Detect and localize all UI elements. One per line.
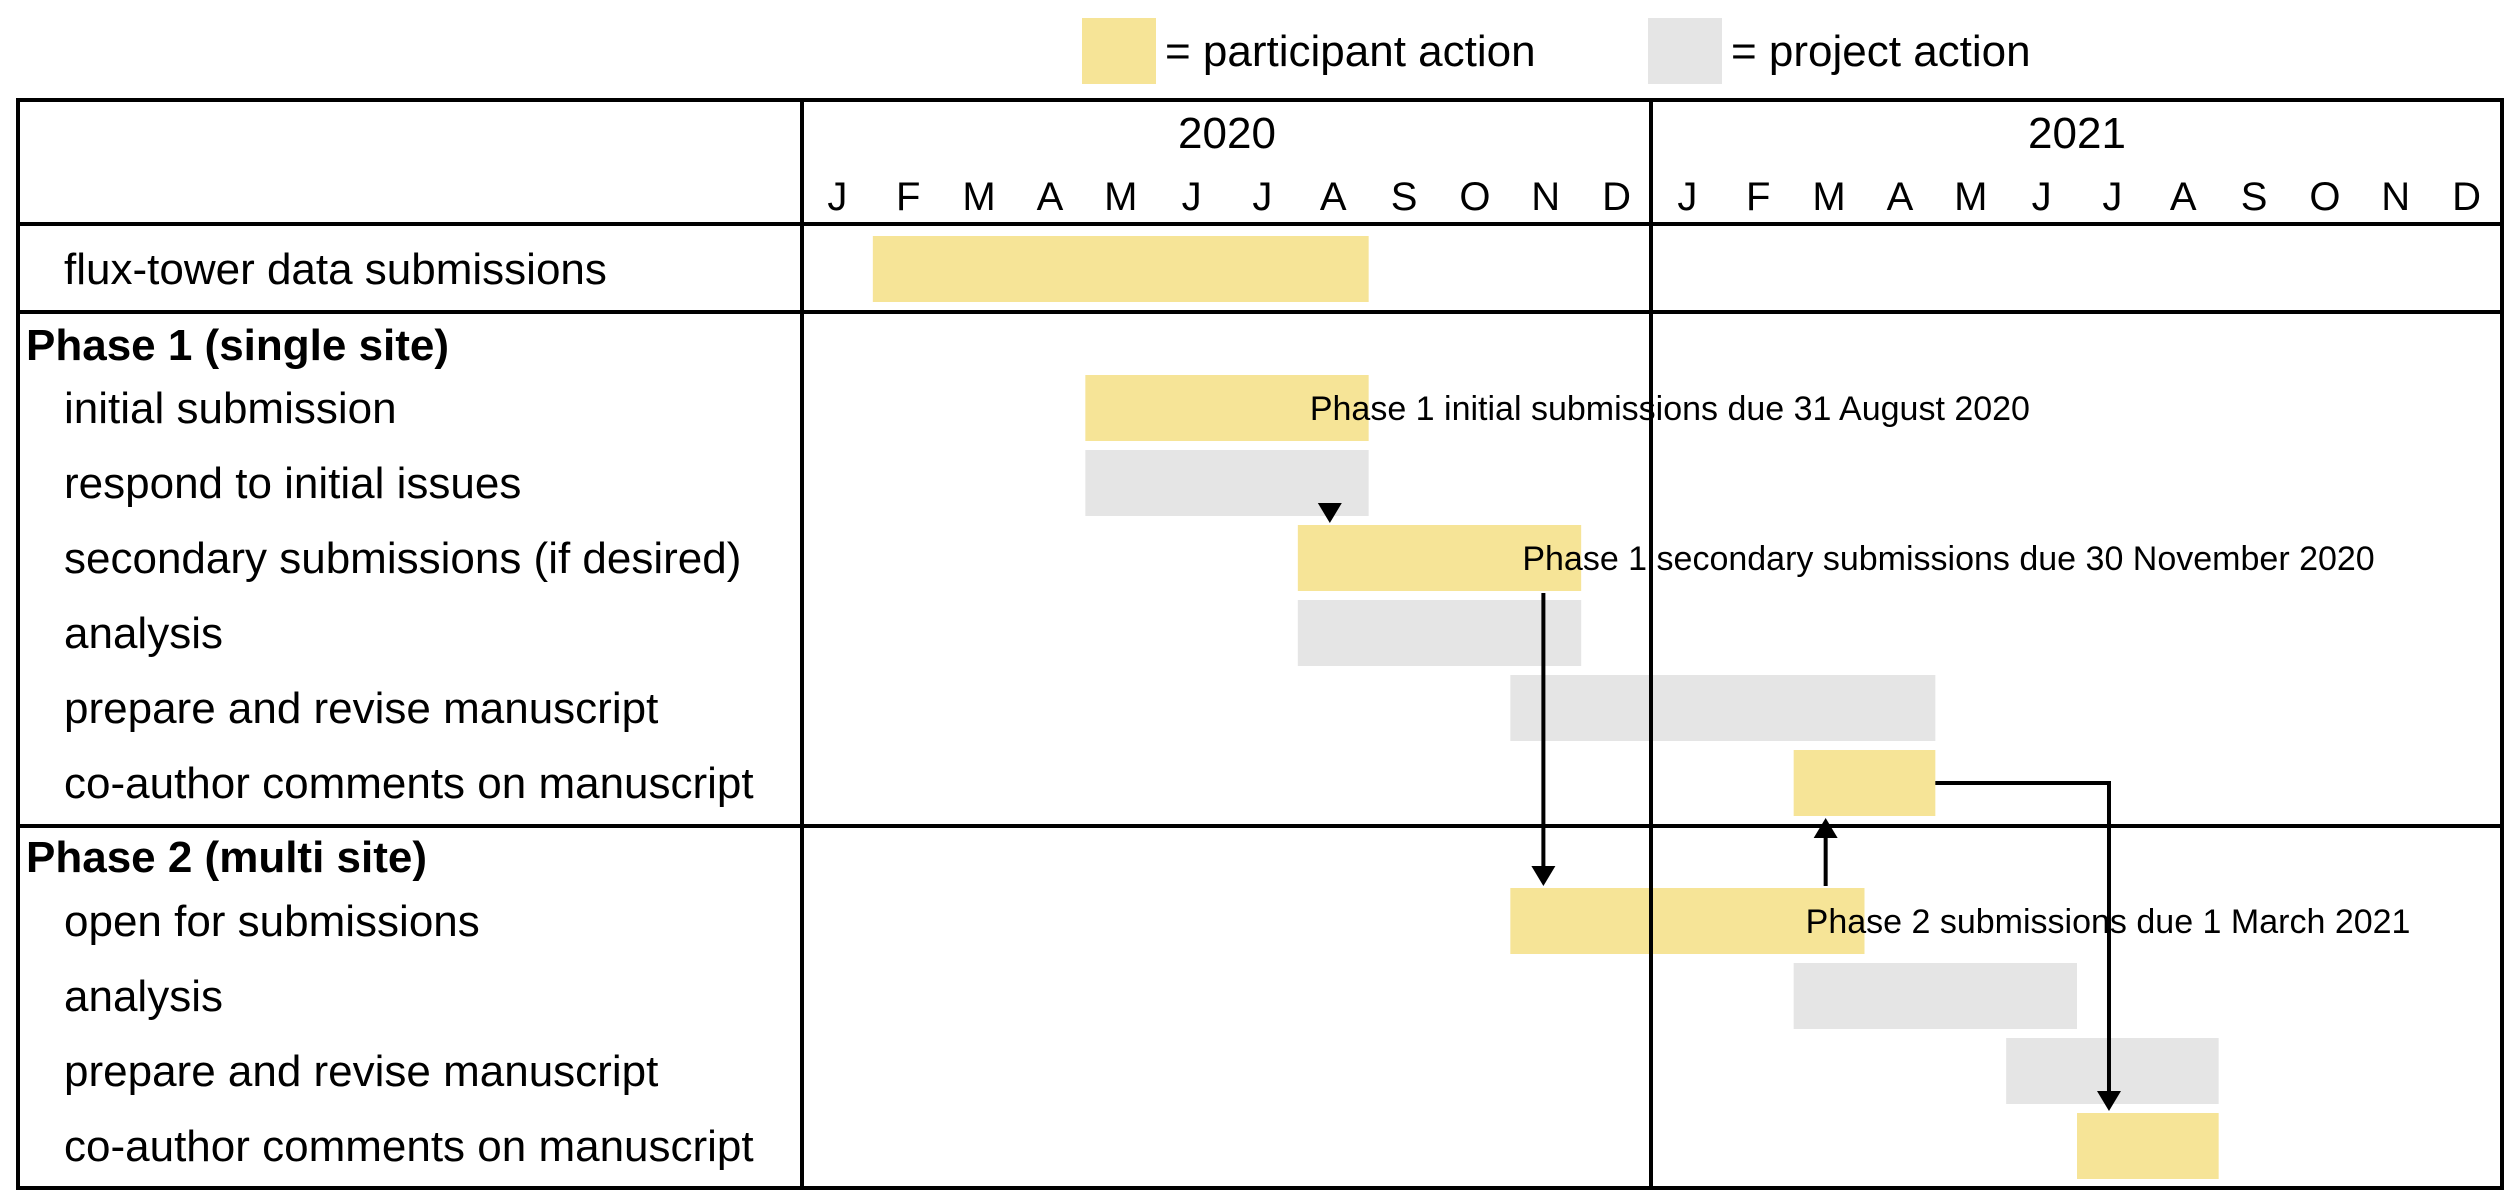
- arrowhead: [2096, 1091, 2121, 1111]
- project-bar: [1510, 675, 1936, 741]
- legend-participant-label: = participant action: [1165, 27, 1536, 76]
- year-label: 2021: [2028, 109, 2126, 158]
- legend-project-label: = project action: [1731, 27, 2031, 76]
- month-label: M: [1812, 175, 1845, 219]
- arrowhead: [1531, 866, 1556, 886]
- month-label: A: [1320, 175, 1347, 219]
- arrowhead: [1813, 818, 1838, 838]
- participant-bar: [1793, 750, 1936, 816]
- month-label: A: [2170, 175, 2197, 219]
- chart-grid: [16, 98, 2504, 1190]
- month-label: J: [827, 175, 847, 219]
- task-bars: [872, 236, 2219, 1179]
- task-label: co-author comments on manuscript: [64, 1122, 754, 1171]
- month-label: D: [1602, 175, 1631, 219]
- chart-border: [16, 98, 2504, 1190]
- month-label: S: [1391, 175, 1418, 219]
- task-label: prepare and revise manuscript: [64, 684, 658, 733]
- month-label: M: [962, 175, 995, 219]
- project-bar: [1793, 963, 2077, 1029]
- month-label: F: [1746, 175, 1770, 219]
- month-label: M: [1104, 175, 1137, 219]
- phase-heading: Phase 2 (multi site): [26, 833, 427, 882]
- participant-bar: [872, 236, 1369, 302]
- year-label: 2020: [1178, 109, 1276, 158]
- month-label: A: [1887, 175, 1914, 219]
- month-label: J: [1182, 175, 1202, 219]
- month-label: D: [2452, 175, 2481, 219]
- project-bar: [1297, 600, 1582, 666]
- month-label: M: [1954, 175, 1987, 219]
- month-label: S: [2241, 175, 2268, 219]
- task-label: open for submissions: [64, 897, 480, 946]
- due-date-annotation: Phase 1 initial submissions due 31 Augus…: [1310, 390, 2030, 428]
- task-label: respond to initial issues: [64, 459, 521, 508]
- participant-bar: [2077, 1113, 2219, 1179]
- legend: = participant action = project action: [1082, 18, 2031, 84]
- arrowhead: [1317, 503, 1342, 523]
- month-label: J: [1677, 175, 1697, 219]
- task-label: flux-tower data submissions: [64, 245, 607, 294]
- task-label: secondary submissions (if desired): [64, 534, 741, 583]
- dependency-arrows: [1317, 503, 2121, 1111]
- task-label: initial submission: [64, 384, 397, 433]
- month-label: J: [1252, 175, 1272, 219]
- task-label: co-author comments on manuscript: [64, 759, 754, 808]
- phase-heading: Phase 1 (single site): [26, 321, 449, 370]
- month-label: O: [1459, 175, 1490, 219]
- legend-participant-swatch: [1082, 18, 1156, 84]
- task-label: prepare and revise manuscript: [64, 1047, 658, 1096]
- legend-project-swatch: [1648, 18, 1722, 84]
- month-label: N: [1531, 175, 1560, 219]
- participant-bar: [1297, 525, 1582, 591]
- month-label: O: [2309, 175, 2340, 219]
- task-label: analysis: [64, 609, 223, 658]
- dependency-arrow: [1935, 781, 2111, 1093]
- participant-bar: [1085, 375, 1369, 441]
- participant-bar: [1510, 888, 1865, 954]
- task-label: analysis: [64, 972, 223, 1021]
- month-label: A: [1037, 175, 1064, 219]
- month-label: N: [2381, 175, 2410, 219]
- due-date-annotation: Phase 1 secondary submissions due 30 Nov…: [1522, 540, 2374, 578]
- month-label: J: [2102, 175, 2122, 219]
- month-label: J: [2032, 175, 2052, 219]
- month-label: F: [896, 175, 920, 219]
